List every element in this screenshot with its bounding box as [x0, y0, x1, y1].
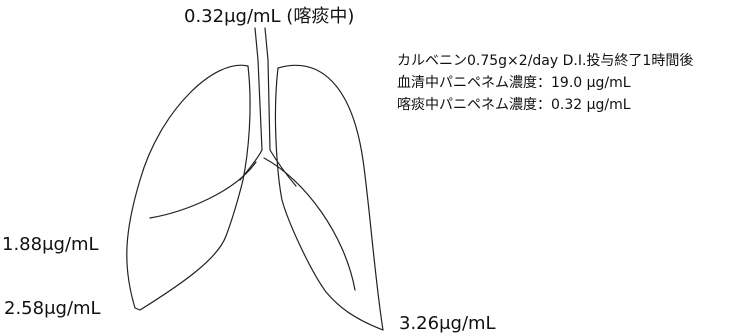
bronchus-left: [240, 150, 262, 180]
sputum-concentration-label: 0.32μg/mL (喀痰中): [184, 8, 354, 26]
serum-concentration-text: 血清中パニペネム濃度：19.0 μg/mL: [397, 72, 693, 94]
trachea-right-wall: [265, 28, 270, 150]
dosing-regimen-text: カルベニン0.75g×2/day D.I.投与終了1時間後: [397, 50, 693, 72]
left-upper-concentration-label: 1.88μg/mL: [2, 236, 99, 254]
right-lower-concentration-label: 3.26μg/mL: [399, 315, 496, 333]
dosing-info-block: カルベニン0.75g×2/day D.I.投与終了1時間後 血清中パニペネム濃度…: [397, 50, 693, 116]
right-lung-outline: [275, 65, 383, 330]
right-lung-fissure: [264, 158, 355, 290]
trachea-left-wall: [255, 28, 262, 150]
left-lower-concentration-label: 2.58μg/mL: [4, 300, 101, 318]
left-lung-outline: [127, 65, 250, 310]
bronchus-right: [270, 150, 296, 186]
sputum-concentration-text: 喀痰中パニペネム濃度：0.32 μg/mL: [397, 94, 693, 116]
